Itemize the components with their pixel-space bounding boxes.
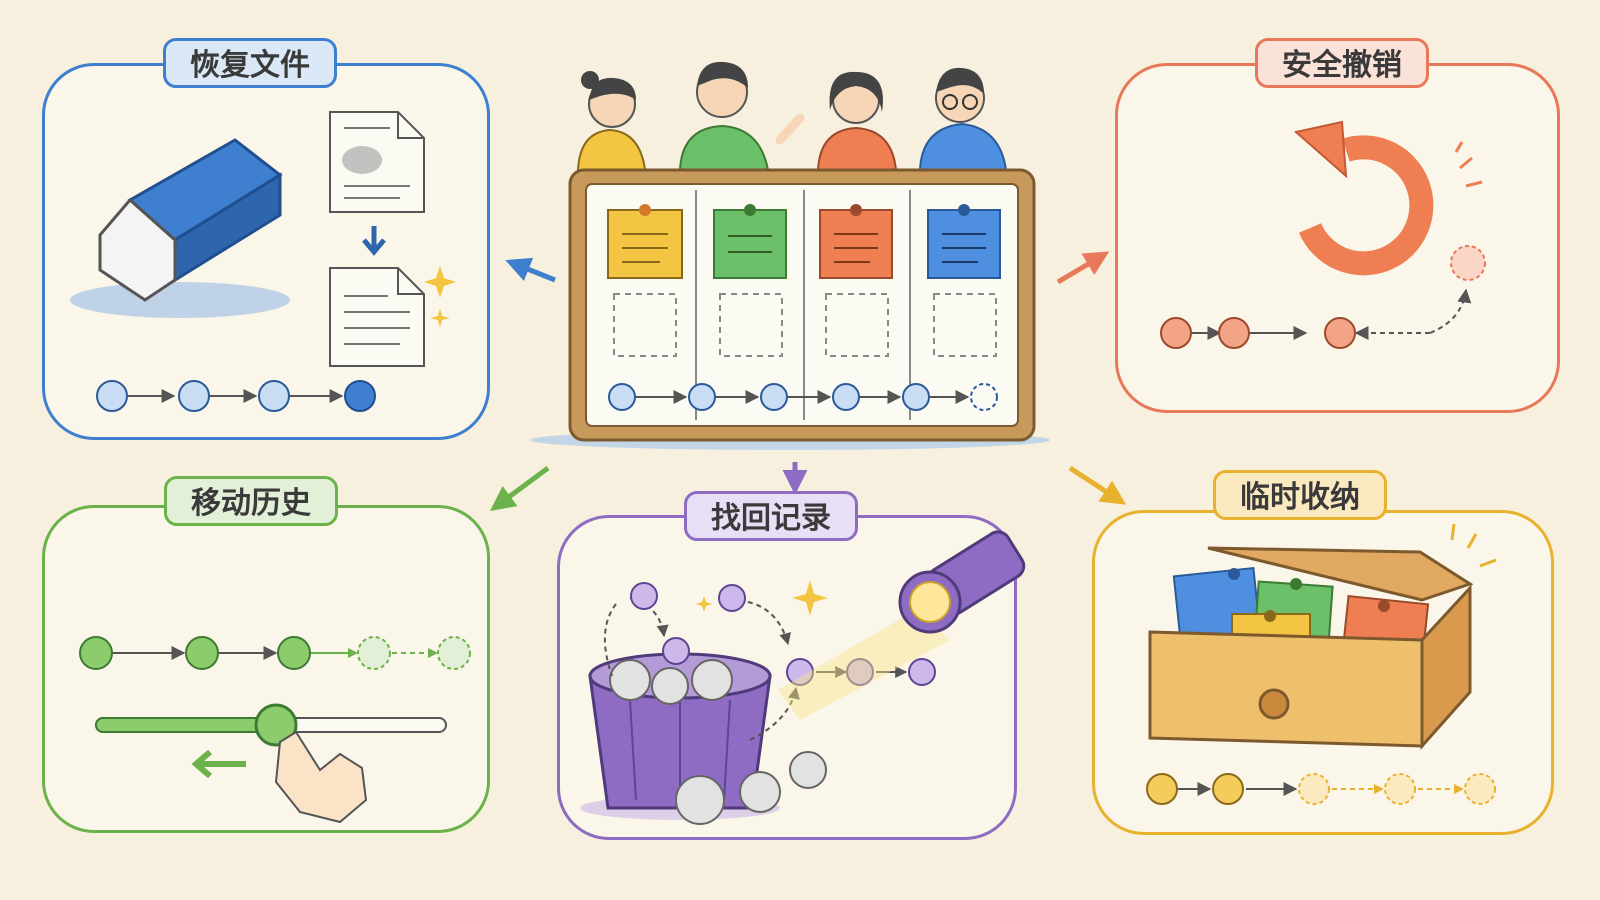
stash-title: 临时收纳 (1213, 470, 1387, 520)
drawer-box-icon (1148, 523, 1497, 750)
sparkle-icon (696, 596, 712, 612)
recover-timeline (603, 582, 936, 741)
kanban-board (530, 168, 1050, 450)
arrow-to-stash (1068, 465, 1127, 505)
sparkle-icon (430, 308, 450, 328)
board-note-yellow (607, 204, 683, 279)
history-title: 移动历史 (164, 476, 338, 526)
pointing-hand-icon (274, 730, 368, 824)
recover-title: 找回记录 (684, 491, 858, 541)
board-timeline (608, 383, 998, 411)
damaged-document-icon (329, 111, 425, 213)
arrow-to-history (489, 465, 550, 511)
board-note-blue (927, 204, 1001, 279)
restore-title: 恢复文件 (163, 38, 337, 88)
undo-panel (1115, 63, 1560, 413)
undo-timeline (1160, 245, 1486, 349)
history-slider (95, 703, 447, 747)
trash-bin-icon (580, 652, 827, 825)
restored-document-icon (329, 267, 425, 367)
stash-timeline (1146, 773, 1496, 805)
board-note-green (713, 204, 787, 279)
sparkle-icon (424, 266, 456, 298)
arrow-to-undo (1056, 251, 1110, 285)
flashlight-icon (778, 530, 1026, 720)
history-panel (42, 505, 490, 833)
undo-arrow-icon (1293, 120, 1483, 276)
left-arrow-icon (191, 749, 246, 779)
down-arrow-icon (362, 226, 386, 256)
undo-title: 安全撤销 (1255, 38, 1429, 88)
restore-timeline (96, 380, 376, 412)
sparkle-icon (792, 580, 828, 616)
board-note-orange (819, 204, 893, 279)
arrow-to-restore (505, 257, 556, 283)
team-people (576, 61, 1008, 171)
history-timeline (79, 636, 471, 670)
eraser-icon (70, 138, 290, 318)
